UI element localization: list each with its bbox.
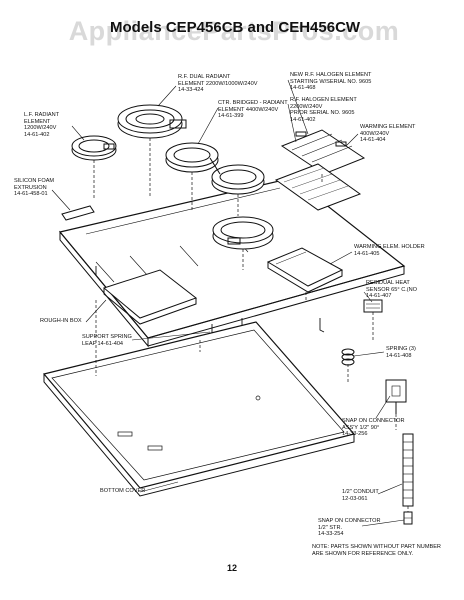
assembly-guide-lines xyxy=(93,138,409,512)
flexible-conduit xyxy=(402,433,414,507)
warming-insulation xyxy=(274,163,362,211)
page-number: 12 xyxy=(226,563,237,573)
warming-element xyxy=(280,129,366,175)
snap-connector-90 xyxy=(385,379,407,414)
bottom-cover xyxy=(42,321,356,497)
ctr-bridged-radiant-element xyxy=(165,142,265,195)
leader-lines xyxy=(51,79,405,527)
lf-radiant-element xyxy=(71,135,117,161)
residual-heat-sensor xyxy=(363,299,383,313)
label-bottom-cover: BOTTOM COVER xyxy=(100,488,146,494)
silicon-foam-extrusion xyxy=(61,205,95,221)
rf-dual-radiant-element xyxy=(117,104,187,139)
label-rough-in-box: ROUGH-IN BOX xyxy=(40,318,82,324)
spring-coil xyxy=(341,348,355,366)
label-spring: SPRING (3)14-61-408 xyxy=(386,346,416,359)
rough-in-box xyxy=(102,269,198,325)
cooktop-frame xyxy=(58,177,406,348)
diagram-title: Models CEP456CB and CEH456CW xyxy=(110,19,361,36)
warming-element-holder xyxy=(266,247,344,293)
watermark-text: AppliancePartsPros.com xyxy=(68,16,400,46)
snap-connector-straight xyxy=(403,511,413,525)
rf-halogen-element xyxy=(212,216,274,250)
